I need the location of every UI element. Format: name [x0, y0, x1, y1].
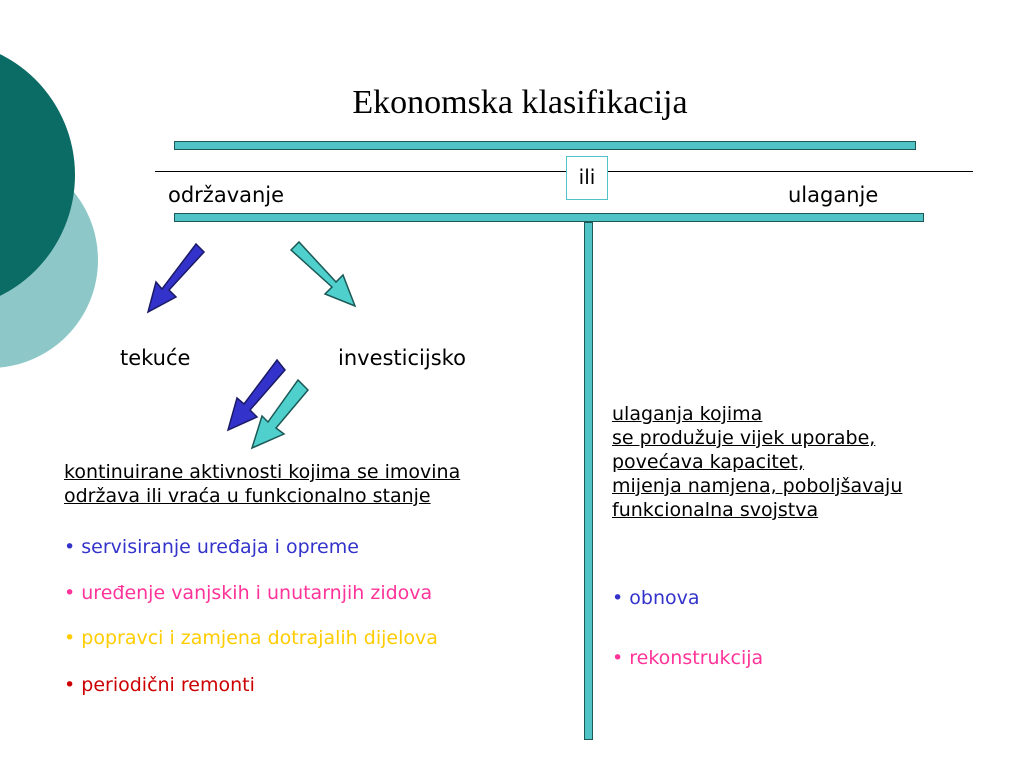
- arrow-down-teal: [250, 378, 310, 450]
- label-tekuce: tekuće: [120, 346, 191, 370]
- divider-line: [155, 171, 973, 172]
- left-bullet-item: • periodični remonti: [64, 674, 255, 696]
- right-bullet-text: rekonstrukcija: [629, 647, 764, 669]
- deco-circle-dark: [0, 54, 75, 296]
- left-bullet-text: servisiranje uređaja i opreme: [81, 536, 359, 558]
- bullet-mark: •: [612, 647, 624, 669]
- left-definition: kontinuirane aktivnosti kojima se imovin…: [64, 460, 460, 508]
- bullet-mark: •: [64, 627, 76, 649]
- right-bullet-item: • rekonstrukcija: [612, 647, 763, 669]
- arrow-down-blue: [226, 358, 286, 432]
- right-definition-line: funkcionalna svojstva: [612, 499, 819, 521]
- left-bullet-item: • uređenje vanjskih i unutarnjih zidova: [64, 582, 432, 604]
- middle-bar: [174, 213, 924, 222]
- ili-box: ili: [566, 156, 608, 200]
- left-bullet-text: periodični remonti: [81, 674, 255, 696]
- left-bullet-text: uređenje vanjskih i unutarnjih zidova: [81, 582, 433, 604]
- bullet-mark: •: [64, 582, 76, 604]
- slide-title: Ekonomska klasifikacija: [352, 84, 688, 121]
- left-bullet-item: • servisiranje uređaja i opreme: [64, 536, 359, 558]
- right-definition-line: mijenja namjena, poboljšavaju: [612, 475, 903, 497]
- vertical-bar: [584, 222, 593, 740]
- left-bullet-text: popravci i zamjena dotrajalih dijelova: [81, 627, 438, 649]
- decorative-circles: [0, 54, 98, 368]
- top-bar: [174, 141, 916, 150]
- bullet-mark: •: [64, 536, 76, 558]
- right-definition-line: povećava kapacitet,: [612, 451, 805, 473]
- arrow-to-investicijsko: [289, 240, 357, 308]
- bullet-mark: •: [612, 587, 624, 609]
- left-definition-line: kontinuirane aktivnosti kojima se imovin…: [64, 461, 461, 483]
- bullet-mark: •: [64, 674, 76, 696]
- label-investicijsko: investicijsko: [338, 346, 466, 370]
- left-bullet-item: • popravci i zamjena dotrajalih dijelova: [64, 627, 438, 649]
- right-bullet-text: obnova: [629, 587, 700, 609]
- label-ulaganje: ulaganje: [788, 183, 879, 207]
- right-bullet-item: • obnova: [612, 587, 700, 609]
- arrow-to-tekuce: [146, 242, 206, 314]
- right-definition-line: se produžuje vijek uporabe,: [612, 427, 876, 449]
- right-definition-line: ulaganja kojima: [612, 403, 763, 425]
- right-definition: ulaganja kojima se produžuje vijek upora…: [612, 402, 902, 522]
- label-odrzavanje: održavanje: [168, 183, 285, 207]
- left-definition-line: održava ili vraća u funkcionalno stanje: [64, 485, 431, 507]
